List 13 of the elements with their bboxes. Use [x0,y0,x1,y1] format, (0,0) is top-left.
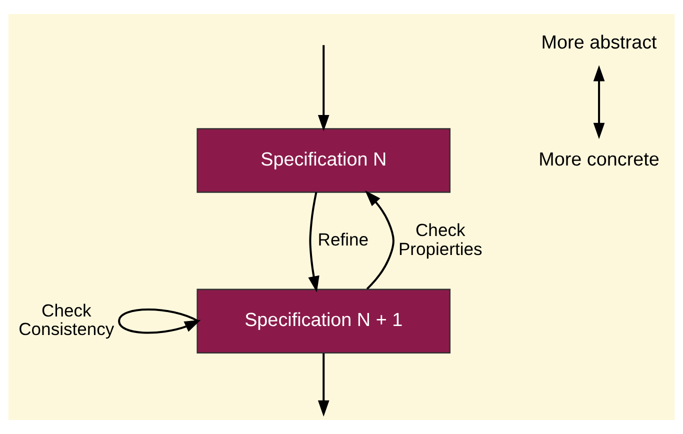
edge-label: Refine [318,229,369,250]
node-text: More abstract [541,32,657,54]
node-box: Specification N [196,128,451,193]
arrow [593,65,605,140]
arrow [308,192,320,292]
arrow [365,190,394,290]
node-box: Specification N + 1 [196,288,451,354]
arrow [118,308,201,334]
arrow [318,45,330,132]
arrow [318,353,330,417]
node-text: More concrete [538,149,660,170]
edge-label: Check Consistency [18,300,114,340]
edge-label: Check Propierties [398,220,482,259]
